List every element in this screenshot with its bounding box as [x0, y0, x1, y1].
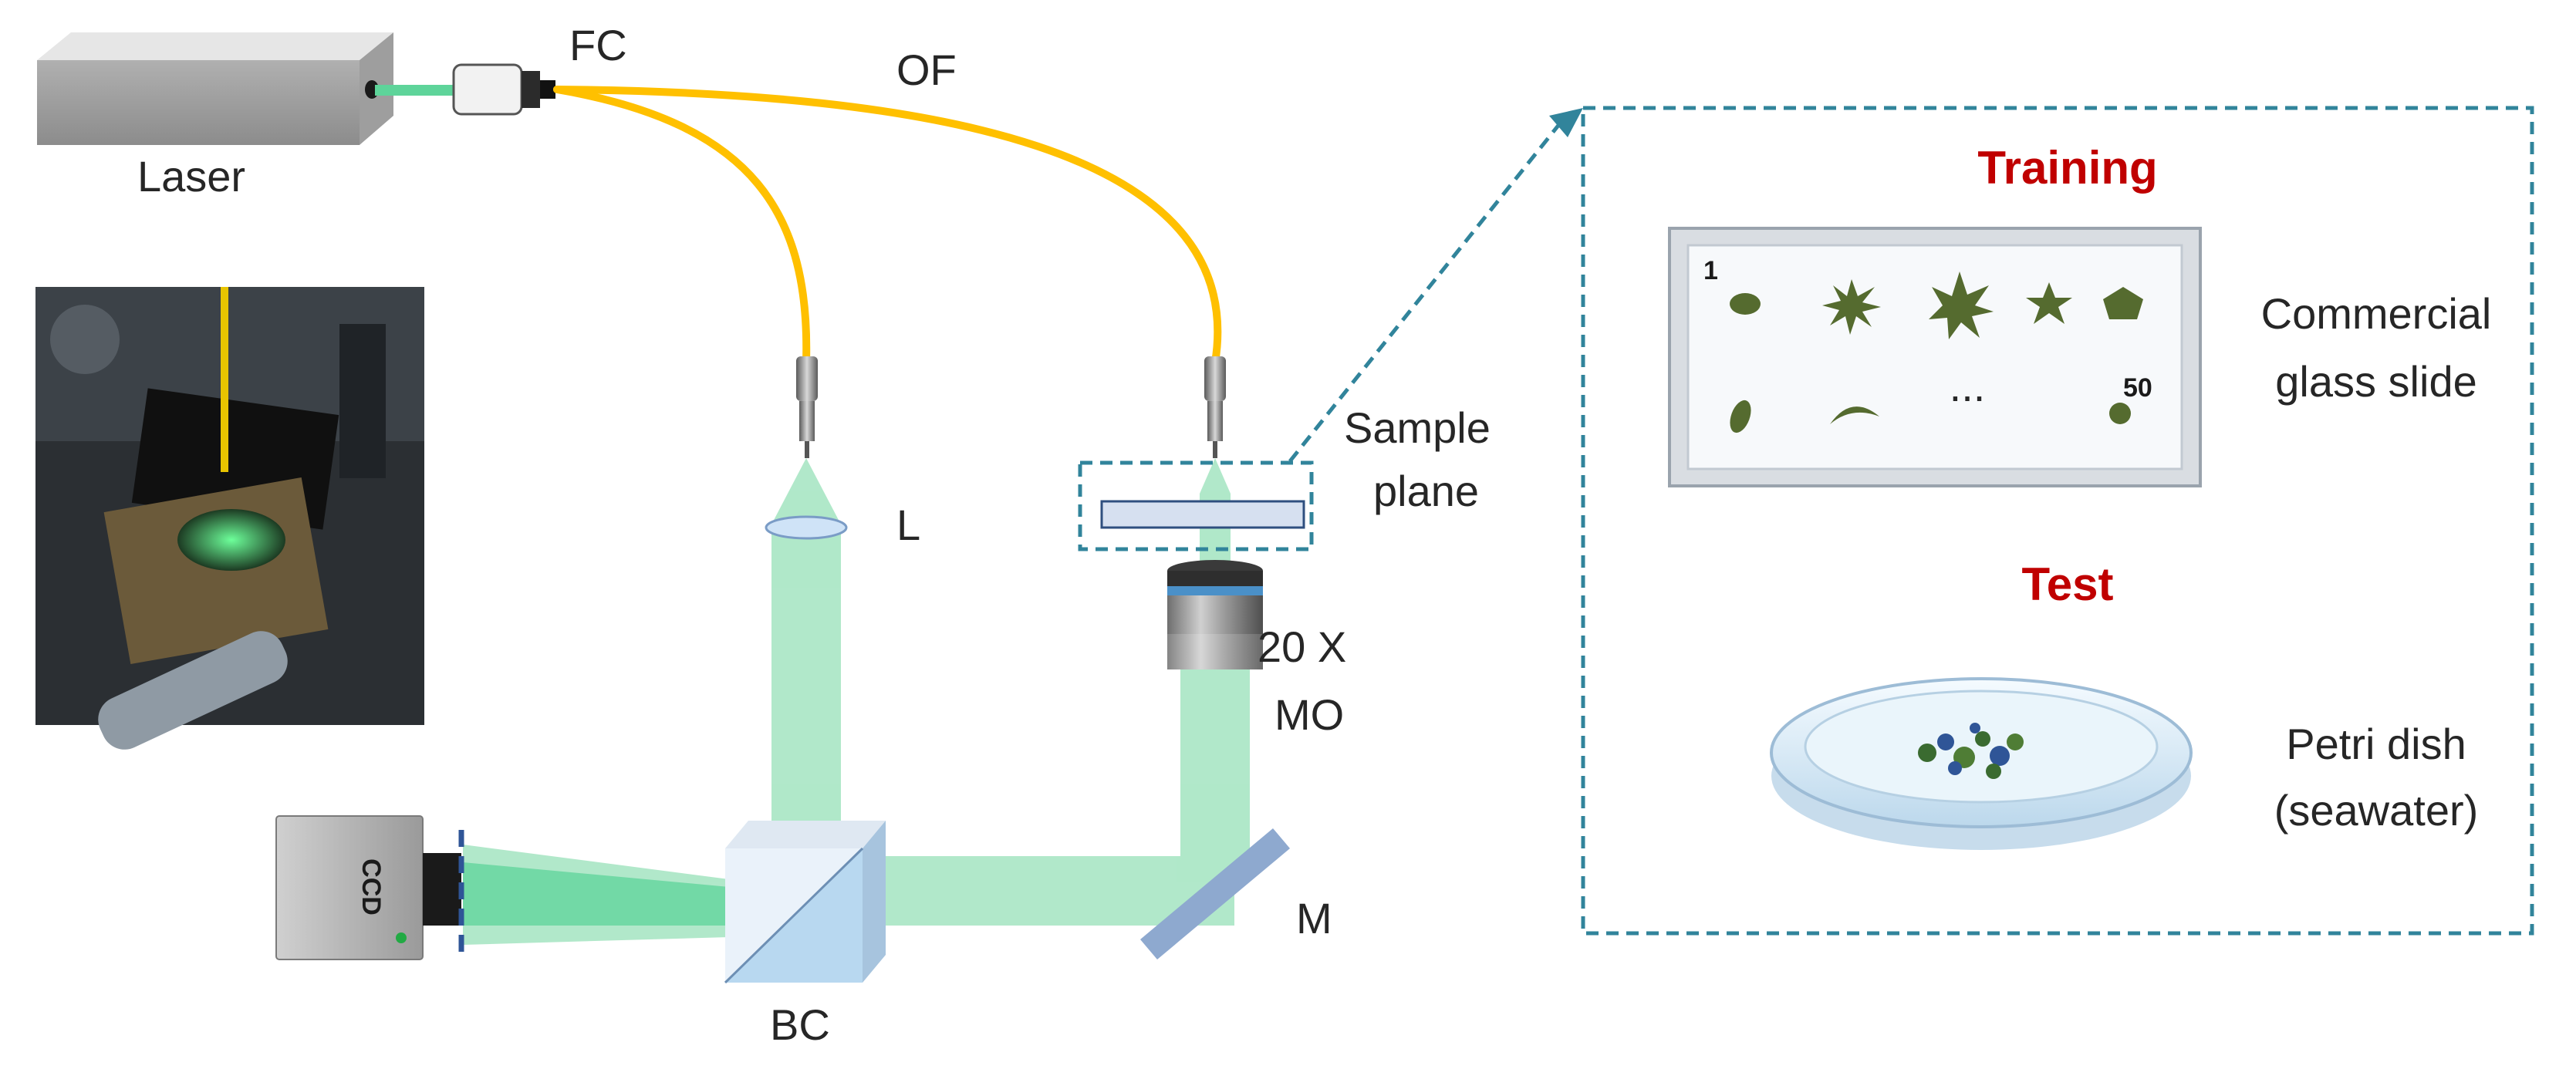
fiber-tip-left-end: [805, 441, 809, 458]
dish-specimen: [1990, 746, 2010, 766]
fiber-tip-right-end: [1213, 441, 1217, 458]
object-beam-vertical: [1180, 669, 1250, 862]
objective-barrel: [1167, 595, 1263, 634]
ccd-camera: CCD: [275, 815, 464, 960]
slide-index-last: 50: [2123, 373, 2152, 403]
specimen-7: [1830, 406, 1879, 424]
laser-front-face: [37, 60, 360, 145]
fiber-to-lens: [553, 86, 811, 366]
fiber-to-sample: [553, 86, 1222, 366]
of-label: OF: [896, 46, 957, 94]
object-beam-cone: [1200, 458, 1231, 494]
petri-dish: [1770, 677, 2193, 850]
specimen-6: [1730, 400, 1751, 433]
microalgae-samples: [1730, 271, 2143, 433]
ccd-label: CCD: [356, 858, 386, 916]
slide-label-line2: glass slide: [2275, 357, 2476, 406]
reference-beam-vertical: [771, 524, 841, 825]
glass-slide: 1 50 ...: [1668, 227, 2202, 487]
photo-fiber: [221, 287, 228, 472]
cube-top-face: [725, 821, 886, 848]
fiber-tip-left-ferrule: [799, 401, 815, 441]
mirror-label: M: [1296, 894, 1332, 943]
laser-label: Laser: [137, 152, 245, 201]
specimen-5: [2103, 287, 2143, 319]
specimen-3: [1929, 271, 1994, 339]
laser-source: [37, 32, 393, 145]
dish-specimen: [1975, 731, 1990, 747]
mirror: [1140, 828, 1290, 959]
dish-specimen: [2007, 733, 2024, 750]
fiber-tip-right-body: [1204, 356, 1226, 401]
test-title: Test: [2022, 558, 2114, 610]
reference-beam-cone: [771, 458, 841, 524]
fc-label: FC: [569, 21, 627, 69]
fiber-tip-left-body: [796, 356, 818, 401]
training-title: Training: [1977, 142, 2157, 194]
fiber-coupler-cap: [522, 71, 540, 108]
setup-photo: [35, 287, 424, 750]
ccd-led: [396, 932, 407, 943]
specimen-50: [2109, 403, 2131, 424]
optical-fiber: [553, 86, 1222, 366]
lens-label: L: [896, 501, 920, 549]
petri-dish-microalgae: [1918, 723, 2024, 779]
dish-specimen: [1937, 733, 1954, 750]
objective-nose: [1167, 571, 1263, 586]
photo-mount: [339, 324, 386, 478]
fiber-coupler-tip: [540, 80, 555, 99]
dish-specimen: [1948, 761, 1962, 775]
dish-specimen: [1918, 744, 1936, 762]
dish-specimen: [1970, 723, 1980, 733]
ccd-sensor-mount: [423, 853, 461, 926]
mo-label-line2: MO: [1274, 690, 1344, 739]
photo-knob: [50, 305, 120, 374]
slide-label-line1: Commercial: [2261, 289, 2492, 338]
glass-slide-surface: [1686, 244, 2183, 470]
dish-label-line2: (seawater): [2274, 786, 2479, 835]
photo-optic-post: [98, 631, 288, 750]
photo-sample-glow: [177, 509, 285, 571]
petri-dish-water: [1804, 690, 2159, 804]
fiber-tip-right: [1204, 356, 1226, 458]
beam-combiner: [724, 821, 886, 984]
slide-index-first: 1: [1703, 256, 1718, 285]
combined-beam-core: [463, 862, 729, 926]
objective-thread: [1167, 634, 1263, 669]
fiber-tip-left: [796, 356, 818, 458]
sample-inset-box: [1581, 106, 2534, 936]
cube-side-face: [863, 821, 886, 983]
bc-label: BC: [770, 1000, 830, 1049]
microscope-objective: [1167, 560, 1263, 669]
mo-label-line1: 20 X: [1258, 622, 1346, 671]
lens: [765, 515, 848, 540]
sample-label-line2: plane: [1373, 467, 1479, 515]
specimen-1: [1730, 293, 1761, 315]
sample-plane-box: [1078, 460, 1314, 551]
sample-slide: [1100, 500, 1305, 529]
zoom-leader-arrowhead: [1549, 108, 1583, 137]
fiber-coupler: [452, 63, 555, 116]
sample-label-line1: Sample: [1344, 403, 1491, 452]
objective-band: [1167, 586, 1263, 595]
specimen-4: [2026, 282, 2072, 324]
laser-beam: [375, 85, 455, 96]
slide-ellipsis: ...: [1950, 362, 1986, 410]
dish-label-line1: Petri dish: [2286, 720, 2466, 768]
fiber-coupler-body: [452, 63, 523, 116]
specimen-2: [1822, 279, 1881, 335]
zoom-leader-line: [1288, 114, 1568, 463]
fiber-tip-right-ferrule: [1207, 401, 1223, 441]
dish-specimen: [1986, 764, 2001, 779]
cube-diagonal: [724, 847, 864, 984]
laser-top-face: [37, 32, 393, 60]
